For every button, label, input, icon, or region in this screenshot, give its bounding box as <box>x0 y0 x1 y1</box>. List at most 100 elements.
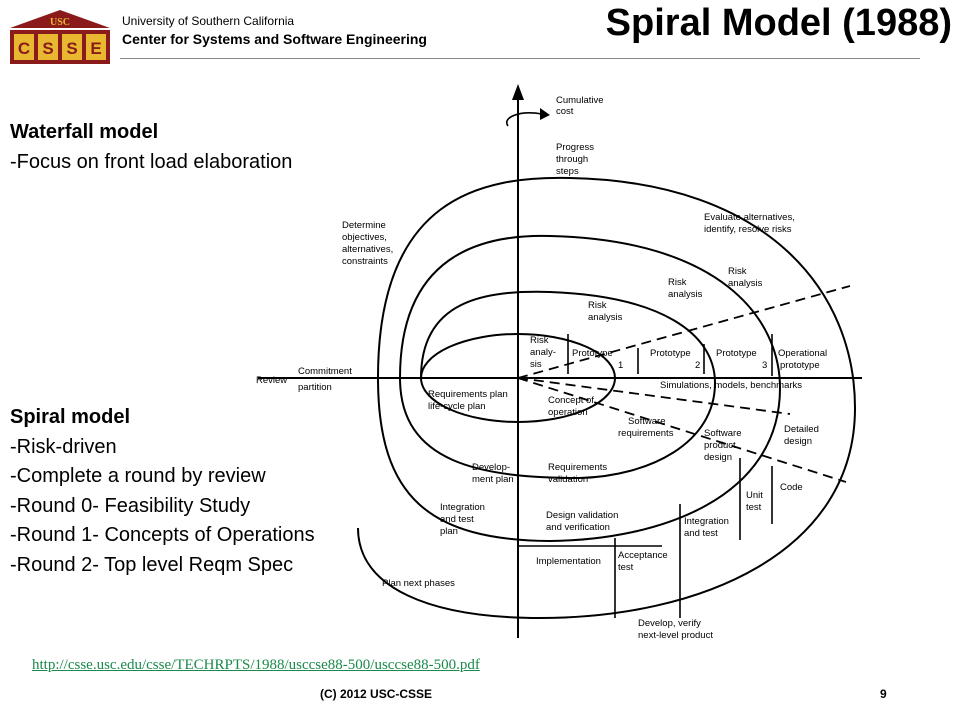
concept-label: operation <box>548 407 588 418</box>
evaluate-label: identify, resolve risks <box>704 224 792 235</box>
spiral-item: -Round 2- Top level Reqm Spec <box>10 553 294 576</box>
logo-usc-text: USC <box>50 17 70 28</box>
develop-verify-label: next-level product <box>638 630 713 641</box>
logo-tile <box>86 34 106 60</box>
determine-label: constraints <box>342 256 388 267</box>
integration-plan-label: plan <box>440 526 458 537</box>
logo-letter: S <box>42 39 53 58</box>
design-validation-label: and verification <box>546 522 610 533</box>
slide-title: Spiral Model (1988) <box>605 2 952 44</box>
develop-verify-label: Develop, verify <box>638 618 701 629</box>
operational-prototype-label: Operational <box>778 348 827 359</box>
software-product-label: Software <box>704 428 742 439</box>
spiral-block: Spiral model -Risk-driven -Complete a ro… <box>10 403 315 580</box>
determine-label: alternatives, <box>342 244 393 255</box>
requirements-validation-label: validation <box>548 474 588 485</box>
integration-plan-label: and test <box>440 514 474 525</box>
report-link[interactable]: http://csse.usc.edu/csse/TECHRPTS/1988/u… <box>32 657 480 673</box>
csse-logo: USC C S S E <box>10 10 110 64</box>
risk-analysis-label: Risk <box>530 335 549 346</box>
acceptance-test-label: Acceptance <box>618 550 668 561</box>
waterfall-block: Waterfall model -Focus on front load ela… <box>10 118 292 177</box>
determine-label: objectives, <box>342 232 387 243</box>
spiral-item: -Complete a round by review <box>10 465 266 487</box>
plan-next-phases-label: Plan next phases <box>382 578 455 589</box>
commitment-label: partition <box>298 382 332 393</box>
acceptance-test-label: test <box>618 562 634 573</box>
unit-test-label: test <box>746 502 762 513</box>
unit-test-label: Unit <box>746 490 763 501</box>
software-requirements-label: requirements <box>618 428 674 439</box>
prototype-label: Prototype <box>650 348 691 359</box>
waterfall-heading: Waterfall model <box>10 121 159 143</box>
risk-analysis-label: analy- <box>530 347 556 358</box>
logo-tile <box>38 34 58 60</box>
dashed-ray <box>517 377 847 483</box>
integration-plan-label: Integration <box>440 502 485 513</box>
requirements-validation-label: Requirements <box>548 462 607 473</box>
risk-analysis-label: Risk <box>728 266 747 277</box>
logo-letter: E <box>90 39 101 58</box>
simulations-label: Simulations, models, benchmarks <box>660 380 802 391</box>
detailed-design-label: Detailed <box>784 424 819 435</box>
prototype-label: Prototype <box>716 348 757 359</box>
spiral-heading: Spiral model <box>10 406 131 428</box>
progress-label: steps <box>556 166 579 177</box>
risk-analysis-label: sis <box>530 359 542 370</box>
integration-test-label: Integration <box>684 516 729 527</box>
development-plan-label: Develop- <box>472 462 510 473</box>
review-label: Review <box>256 375 287 386</box>
progress-label: through <box>556 154 588 165</box>
spiral-item: -Round 0- Feasibility Study <box>10 494 251 517</box>
concept-label: Concept of <box>548 395 594 406</box>
spiral-loop-2 <box>399 290 717 480</box>
integration-test-label: and test <box>684 528 718 539</box>
prototype-number: 2 <box>695 360 700 371</box>
cumulative-cost-label: cost <box>556 106 574 117</box>
code-label: Code <box>780 482 803 493</box>
implementation-label: Implementation <box>536 556 601 567</box>
dashed-ray <box>517 285 851 379</box>
progress-label: Progress <box>556 142 594 153</box>
dashed-ray <box>517 377 791 415</box>
risk-analysis-label: analysis <box>668 289 703 300</box>
evaluate-label: Evaluate alternatives, <box>704 212 795 223</box>
prototype-number: 1 <box>618 360 623 371</box>
commitment-label: Commitment <box>298 366 352 377</box>
requirements-plan-label: life-cycle plan <box>428 401 486 412</box>
spiral-item: -Round 1- Concepts of Operations <box>10 524 315 546</box>
risk-analysis-label: Risk <box>668 277 687 288</box>
waterfall-item: -Focus on front load elaboration <box>10 150 293 173</box>
cumulative-cost-label: Cumulative <box>556 95 604 106</box>
logo-letter: C <box>18 39 30 58</box>
spiral-loop-3 <box>377 234 782 543</box>
logo-tile <box>62 34 82 60</box>
spiral-model-diagram: Cumulative cost Progress through steps D… <box>256 84 862 641</box>
software-requirements-label: Software <box>628 416 666 427</box>
prototype-number: 3 <box>762 360 767 371</box>
risk-analysis-label: analysis <box>588 312 623 323</box>
risk-analysis-label: Risk <box>588 300 607 311</box>
center-name: Center for Systems and Software Engineer… <box>122 31 427 47</box>
prototype-label: Prototype <box>572 348 613 359</box>
footer-copyright: (C) 2012 USC-CSSE <box>320 687 433 701</box>
spiral-loop-outer <box>357 176 857 620</box>
rotation-arrowhead <box>540 108 550 120</box>
design-validation-label: Design validation <box>546 510 618 521</box>
logo-roof <box>10 10 110 28</box>
requirements-plan-label: Requirements plan <box>428 389 508 400</box>
detailed-design-label: design <box>784 436 812 447</box>
axis-arrowhead <box>512 84 524 100</box>
logo-tile <box>14 34 34 60</box>
header-divider <box>120 58 920 59</box>
software-product-label: product <box>704 440 736 451</box>
software-product-label: design <box>704 452 732 463</box>
operational-prototype-label: prototype <box>780 360 820 371</box>
logo-letter: S <box>66 39 77 58</box>
development-plan-label: ment plan <box>472 474 514 485</box>
spiral-item: -Risk-driven <box>10 435 117 458</box>
rotation-arrow <box>505 112 543 127</box>
risk-analysis-label: analysis <box>728 278 763 289</box>
university-name: University of Southern California <box>122 14 295 28</box>
page-number: 9 <box>880 687 887 701</box>
